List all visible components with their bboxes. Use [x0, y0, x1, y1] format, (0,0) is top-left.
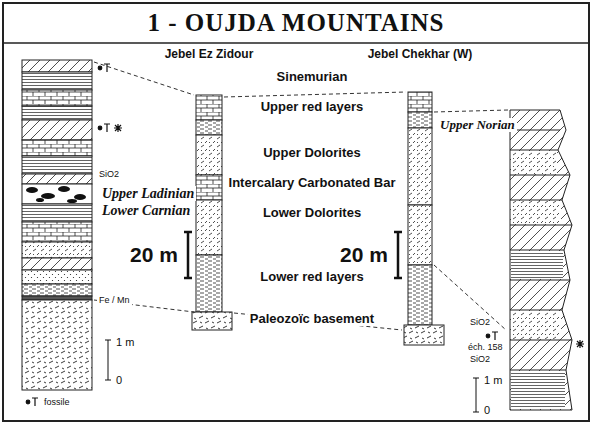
scale-label: 0: [482, 404, 492, 416]
unit-label: Intercalary Carbonated Bar: [227, 176, 398, 190]
mineral-note: Fe / Mn: [97, 296, 132, 306]
unit-label: Upper red layers: [259, 100, 366, 114]
unit-label: Paleozoïc basement: [248, 312, 376, 326]
scale-label: 20 m: [338, 243, 390, 266]
unit-label: Lower red layers: [258, 270, 365, 284]
stage-label: Upper Norian: [438, 118, 517, 132]
section-name: Jebel Chekhar (W): [366, 48, 475, 61]
scale-label: 1 m: [482, 374, 504, 386]
unit-label: Upper Dolorites: [261, 146, 363, 160]
scale-label: 1 m: [114, 336, 136, 348]
mineral-note: SiO2: [468, 318, 492, 328]
stage-label: Sinemurian: [275, 70, 350, 84]
legend-note: fossile: [42, 398, 72, 408]
unit-label: Lower Dolorites: [261, 206, 363, 220]
section-name: Jebel Ez Zidour: [163, 48, 256, 61]
mineral-note: SiO2: [97, 170, 121, 180]
scale-label: 0: [114, 374, 124, 386]
diagram-title: 1 - OUJDA MOUNTAINS: [0, 9, 592, 37]
scale-label: 20 m: [128, 243, 180, 266]
sample-number: éch. 158: [466, 343, 505, 353]
mineral-note: SiO2: [468, 355, 492, 365]
stage-label: Lower Carnian: [100, 203, 192, 218]
stage-label: Upper Ladinian: [100, 186, 196, 201]
